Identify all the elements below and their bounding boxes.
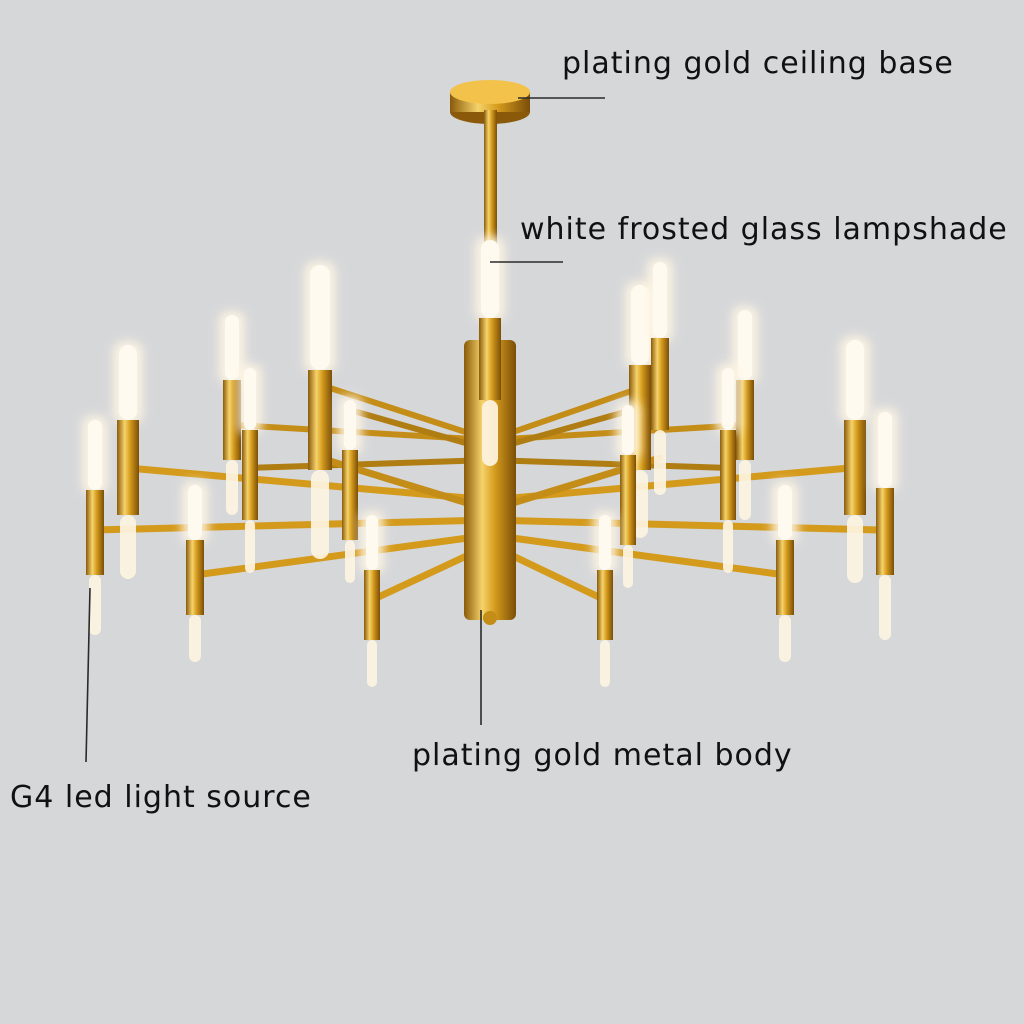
lamp-17 — [840, 336, 870, 583]
label-light-source: G4 led light source — [10, 780, 312, 815]
lampshade-glow — [366, 515, 378, 570]
lampshade-glow — [778, 485, 792, 540]
lamp-8 — [360, 511, 384, 687]
lampshade-glow-lower — [120, 515, 136, 579]
lamp-holder — [720, 430, 736, 520]
lamp-holder — [597, 570, 613, 640]
ceiling-stem — [484, 110, 497, 260]
lampshade-glow-lower — [779, 615, 791, 662]
central-metal-body — [464, 340, 516, 625]
lampshade-glow — [599, 515, 611, 570]
lampshade-glow — [244, 368, 256, 430]
lamp-holder — [86, 490, 104, 575]
lamp-9 — [475, 236, 505, 466]
lamp-holder — [776, 540, 794, 615]
lamp-4 — [219, 311, 245, 515]
lamp-14 — [732, 306, 758, 520]
lampshade-glow-lower — [623, 545, 633, 588]
lampshade-glow — [846, 340, 864, 420]
lampshade-glow — [88, 420, 102, 490]
lamp-12 — [616, 401, 640, 588]
lampshade-glow-lower — [482, 400, 498, 466]
lamp-holder — [479, 318, 501, 400]
lamp-1 — [113, 341, 143, 579]
lampshade-glow — [653, 262, 667, 338]
lamp-13 — [593, 511, 617, 687]
lampshade-glow — [225, 315, 239, 380]
lampshade-glow-lower — [245, 520, 255, 573]
lamp-holder — [223, 380, 241, 460]
lamp-6 — [304, 261, 336, 559]
lampshade-glow-lower — [723, 520, 733, 573]
label-metal-body: plating gold metal body — [412, 738, 793, 773]
lamp-group — [82, 236, 898, 687]
lamp-holder — [844, 420, 866, 515]
lampshade-glow-lower — [847, 515, 863, 583]
lampshade-glow-lower — [654, 430, 666, 495]
lamp-holder — [651, 338, 669, 430]
lamp-5 — [238, 364, 262, 573]
lampshade-glow — [738, 310, 752, 380]
lamp-holder — [242, 430, 258, 520]
lamp-holder — [342, 450, 358, 540]
lampshade-glow-lower — [879, 575, 891, 640]
lampshade-glow — [722, 368, 734, 430]
leader-lines — [85, 97, 605, 763]
lampshade-glow — [344, 400, 356, 450]
label-ceiling-base: plating gold ceiling base — [562, 46, 954, 81]
lampshade-glow-lower — [739, 460, 751, 520]
lampshade-glow-lower — [89, 575, 101, 635]
lampshade-glow — [481, 240, 499, 318]
lampshade-glow — [119, 345, 137, 420]
ceiling-base — [450, 80, 530, 124]
lamp-16 — [772, 481, 798, 662]
lamp-holder — [364, 570, 380, 640]
lampshade-glow-lower — [226, 460, 238, 515]
lamp-7 — [338, 396, 362, 583]
lamp-2 — [82, 416, 108, 635]
lamp-15 — [716, 364, 740, 573]
lampshade-glow — [188, 485, 202, 540]
lamp-holder — [308, 370, 332, 470]
lampshade-glow-lower — [600, 640, 610, 687]
lampshade-glow-lower — [189, 615, 201, 662]
lamp-holder — [186, 540, 204, 615]
lamp-holder — [620, 455, 636, 545]
lamp-11 — [647, 258, 673, 495]
lampshade-glow-lower — [367, 640, 377, 687]
lamp-3 — [182, 481, 208, 662]
leader-line-light-source — [85, 587, 91, 763]
lampshade-glow — [631, 285, 649, 365]
lampshade-glow — [878, 412, 892, 488]
lampshade-glow-lower — [345, 540, 355, 583]
lamp-holder — [117, 420, 139, 515]
label-lampshade: white frosted glass lampshade — [520, 212, 1008, 247]
lamp-holder — [736, 380, 754, 460]
lampshade-glow — [310, 265, 330, 370]
lampshade-glow-lower — [311, 470, 329, 559]
lamp-holder — [876, 488, 894, 575]
lamp-18 — [872, 408, 898, 640]
lampshade-glow — [622, 405, 634, 455]
